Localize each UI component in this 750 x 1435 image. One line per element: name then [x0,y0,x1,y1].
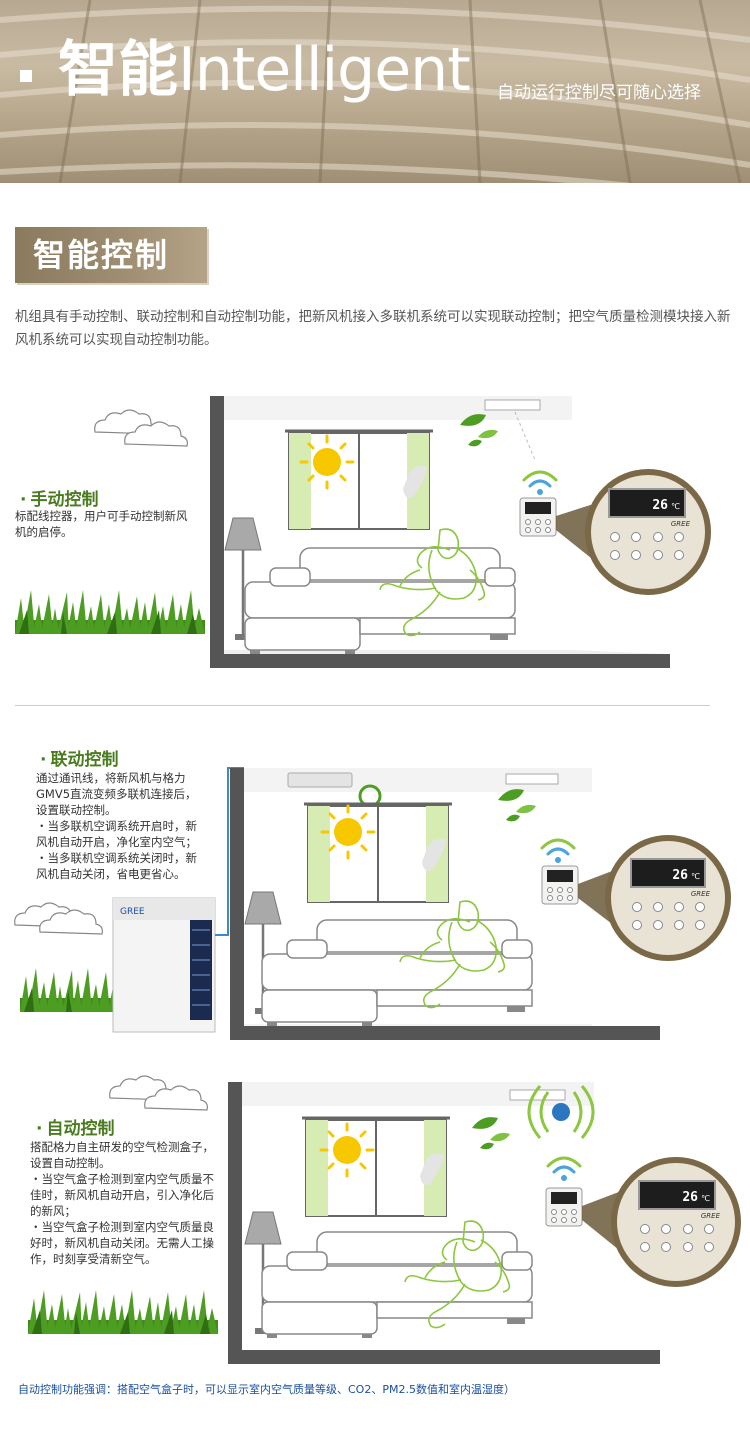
banner-title-cn: 智能 [58,35,178,105]
grass-decoration [28,1290,218,1334]
lcd-screen: 26 ℃ [630,858,706,888]
mode-manual-desc: 标配线控器，用户可手动控制新风 机的启停。 [15,508,188,540]
controller-buttons [604,532,690,542]
desc-line: 好时，新风机自动关闭。无需人工操 [30,1236,214,1250]
controller-panel-2: 26 ℃ GREE [626,858,710,942]
controller-brand: GREE [690,890,710,898]
banner-title-en: Intelligent [178,35,471,105]
air-box-signal-icon [527,1085,595,1139]
desc-line: 的新风； [30,1204,76,1218]
wired-controller-small [541,865,579,905]
desc-line: 风机自动关闭，省电更省心。 [36,867,186,881]
svg-text:GREE: GREE [120,907,145,917]
mode-automatic-desc: 搭配格力自主研发的空气检测盒子， 设置自动控制。 ・当空气盒子检测到室内空气质量… [30,1139,214,1267]
desc-line: 搭配格力自主研发的空气检测盒子， [30,1140,214,1154]
fresh-air-unit [505,773,559,785]
window [300,1116,452,1218]
mode-linkage-title-text: 联动控制 [50,750,119,770]
section-heading: 智能控制 [15,227,207,283]
banner-bullet [20,70,32,82]
desc-line: 设置联动控制。 [36,803,117,817]
controller-brand: GREE [700,1212,720,1220]
lcd-unit: ℃ [691,872,700,881]
grass-decoration [15,590,205,634]
mode-linkage-desc: 通过通讯线，将新风机与格力 GMV5直流变频多联机连接后， 设置联动控制。 ・当… [36,770,197,882]
mode-manual-title: ·手动控制 [20,490,99,510]
desc-line: 作，时刻享受清新空气。 [30,1252,157,1266]
desc-line: ・当空气盒子检测到室内空气质量良 [30,1220,214,1234]
desc-line: GMV5直流变频多联机连接后， [36,787,197,801]
air-box-icon [552,1103,570,1121]
scene-automatic [28,1075,741,1364]
banner: 智能Intelligent 自动运行控制尽可随心选择 [0,0,750,183]
fresh-air-unit [484,399,541,411]
lcd-temp: 26 [652,498,668,513]
lcd-temp: 26 [682,1190,698,1205]
controller-panel-3: 26 ℃ GREE [634,1180,720,1266]
footnote: 自动控制功能强调：搭配空气盒子时，可以显示室内空气质量等级、CO2、PM2.5数… [18,1383,515,1396]
scene-manual [15,396,711,668]
controller-brand: GREE [670,520,690,528]
desc-line: 设置自动控制。 [30,1156,111,1170]
wired-controller-small [545,1187,583,1227]
section-divider [15,705,710,706]
desc-line: ・当多联机空调系统关闭时，新 [36,851,197,865]
desc-line: 风机自动开启，净化室内空气； [36,835,197,849]
mode-automatic-title-text: 自动控制 [46,1119,115,1139]
desc-line: 佳时，新风机自动开启，引入净化后 [30,1188,214,1202]
wired-controller-small [519,497,557,537]
mode-automatic-title: ·自动控制 [36,1119,115,1139]
mode-linkage-title: ·联动控制 [40,750,119,770]
desc-line: 标配线控器，用户可手动控制新风 [15,509,188,523]
controller-buttons [626,902,710,912]
lcd-unit: ℃ [671,502,680,511]
window [302,802,454,904]
lcd-screen: 26 ℃ [638,1180,716,1210]
indoor-ac-unit [287,772,353,788]
desc-line: ・当多联机空调系统开启时，新 [36,819,197,833]
window [283,429,435,531]
banner-title: 智能Intelligent [58,30,471,110]
section-intro: 机组具有手动控制、联动控制和自动控制功能，把新风机接入多联机系统可以实现联动控制… [15,309,731,348]
desc-line: 机的启停。 [15,525,73,539]
lcd-unit: ℃ [701,1194,710,1203]
lcd-temp: 26 [672,868,688,883]
lcd-screen: 26 ℃ [608,488,686,518]
banner-subtitle: 自动运行控制尽可随心选择 [497,83,701,103]
desc-line: ・当空气盒子检测到室内空气质量不 [30,1172,214,1186]
mode-manual-title-text: 手动控制 [30,490,99,510]
outdoor-unit: GREE [112,897,216,1033]
banner-background-texture [0,0,750,183]
controller-buttons [634,1224,720,1234]
desc-line: 通过通讯线，将新风机与格力 [36,771,186,785]
controller-panel-1: 26 ℃ GREE [604,488,690,574]
